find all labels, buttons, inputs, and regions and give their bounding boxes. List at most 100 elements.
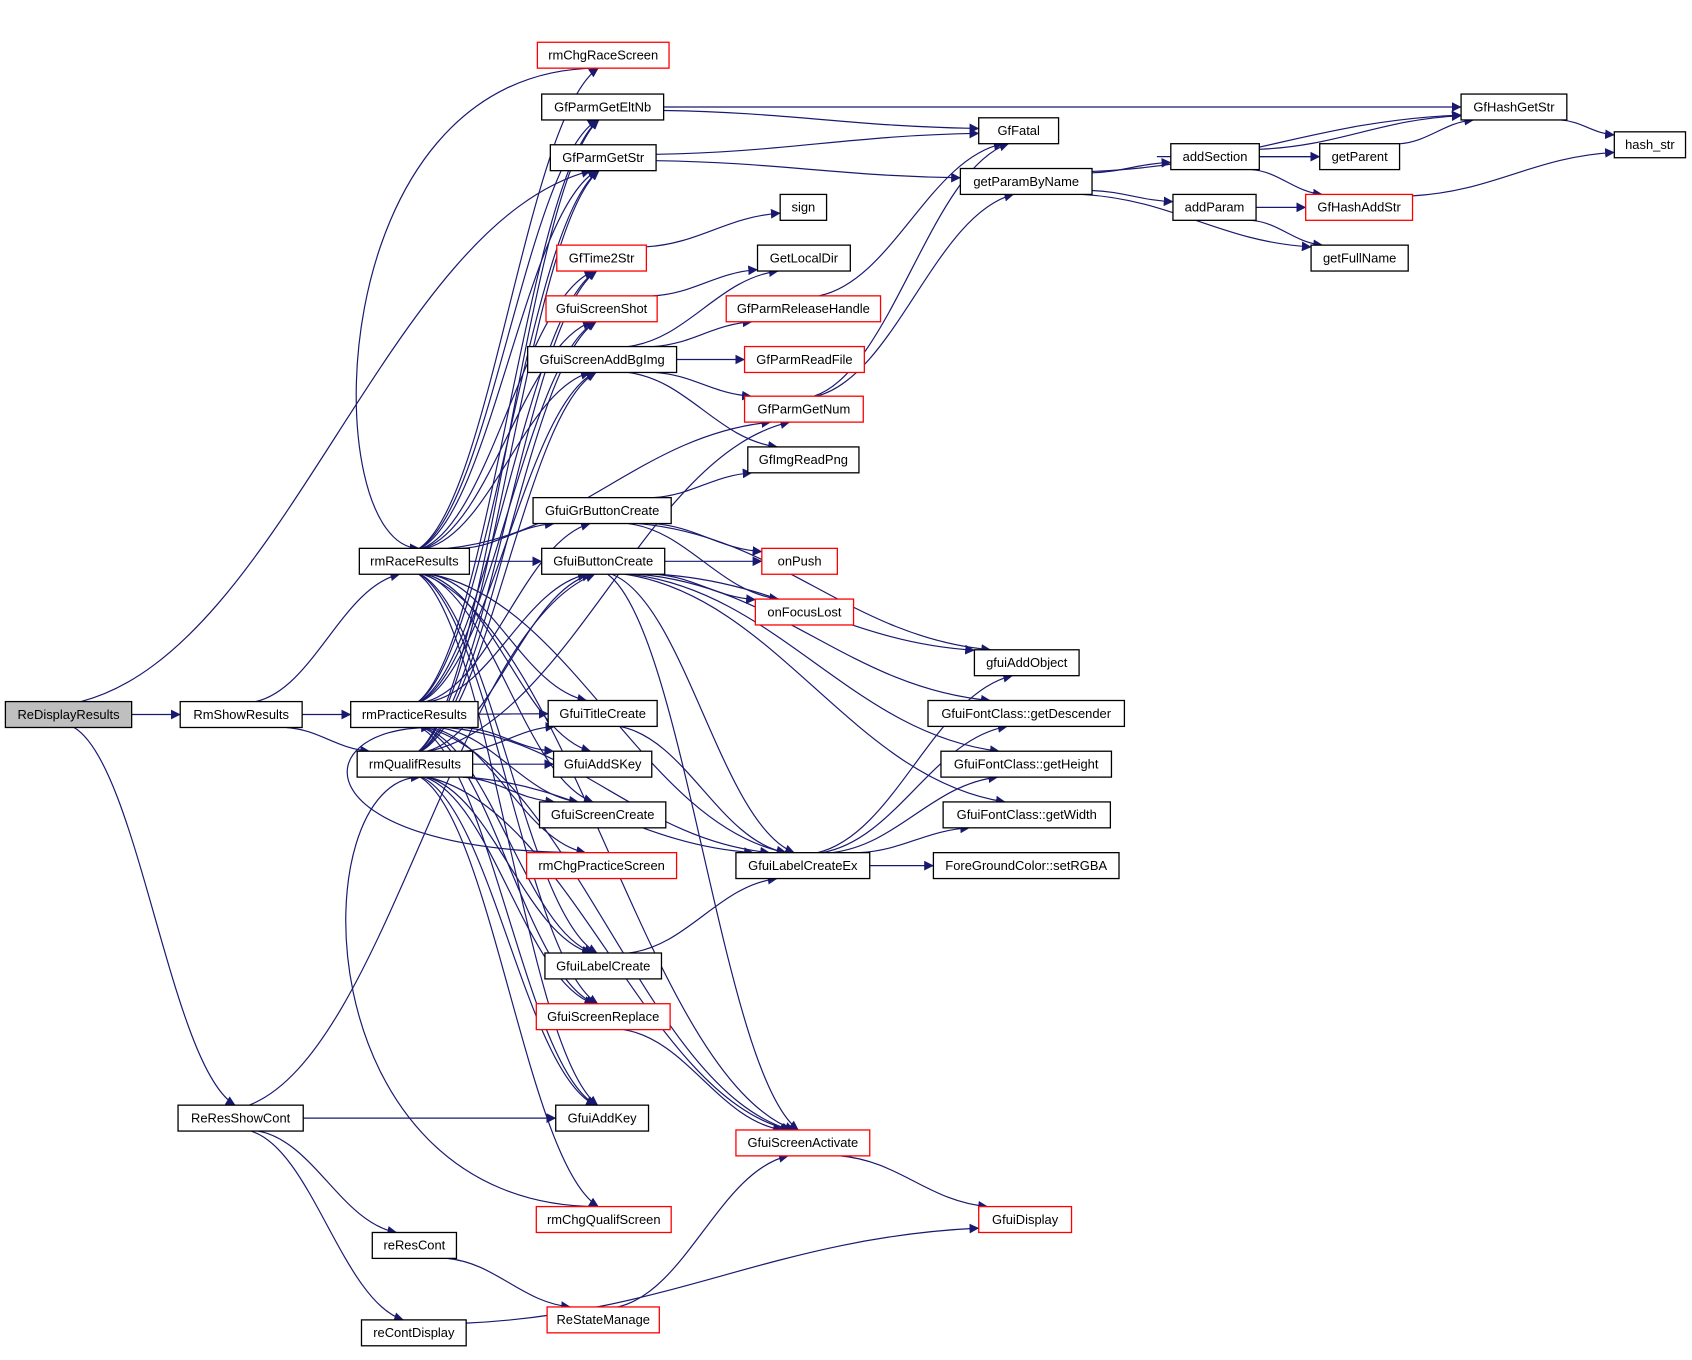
node-get-height[interactable]: GfuiFontClass::getHeight xyxy=(940,750,1113,778)
node-gfui-screen-shot[interactable]: GfuiScreenShot xyxy=(545,295,658,323)
node-gfui-display[interactable]: GfuiDisplay xyxy=(978,1205,1073,1234)
node-get-full-name[interactable]: getFullName xyxy=(1310,244,1409,272)
node-box[interactable] xyxy=(743,345,865,374)
node-on-push[interactable]: onPush xyxy=(761,547,839,575)
node-rm-chg-qualif-screen[interactable]: rmChgQualifScreen xyxy=(535,1205,672,1234)
node-rm-chg-practice-screen[interactable]: rmChgPracticeScreen xyxy=(525,852,678,880)
node-rm-chg-race-screen[interactable]: rmChgRaceScreen xyxy=(536,41,670,69)
node-add-section[interactable]: addSection xyxy=(1170,143,1260,171)
node-box[interactable] xyxy=(547,699,658,728)
node-box[interactable] xyxy=(552,750,653,778)
node-box[interactable] xyxy=(725,295,882,323)
node-gf-parm-release-handle[interactable]: GfParmReleaseHandle xyxy=(725,295,882,323)
node-box[interactable] xyxy=(1310,244,1409,272)
node-re-res-cont[interactable]: reResCont xyxy=(371,1231,458,1260)
node-box[interactable] xyxy=(527,345,678,374)
node-box[interactable] xyxy=(549,144,657,172)
node-sign[interactable]: sign xyxy=(779,193,828,221)
node-gfui-label-create-ex[interactable]: GfuiLabelCreateEx xyxy=(735,852,871,880)
node-gf-time2-str[interactable]: GfTime2Str xyxy=(556,244,648,272)
node-set-rgba[interactable]: ForeGroundColor::setRGBA xyxy=(932,852,1120,880)
node-box[interactable] xyxy=(932,852,1120,880)
node-box[interactable] xyxy=(179,700,303,729)
node-on-focus-lost[interactable]: onFocusLost xyxy=(754,598,855,626)
node-box[interactable] xyxy=(4,700,133,729)
node-gf-parm-get-num[interactable]: GfParmGetNum xyxy=(743,395,864,423)
node-box[interactable] xyxy=(973,649,1080,677)
node-box[interactable] xyxy=(978,117,1060,145)
node-rm-show-results[interactable]: RmShowResults xyxy=(179,700,303,729)
node-box[interactable] xyxy=(978,1205,1073,1234)
node-rm-practice-results[interactable]: rmPracticeResults xyxy=(350,700,479,729)
node-box[interactable] xyxy=(177,1104,304,1132)
node-gfui-screen-replace[interactable]: GfuiScreenReplace xyxy=(535,1003,671,1031)
node-box[interactable] xyxy=(371,1231,458,1260)
node-gf-parm-read-file[interactable]: GfParmReadFile xyxy=(743,345,865,374)
node-gfui-screen-create[interactable]: GfuiScreenCreate xyxy=(538,801,667,829)
node-box[interactable] xyxy=(1172,193,1257,221)
node-gf-parm-get-elt-nb[interactable]: GfParmGetEltNb xyxy=(541,93,665,121)
node-box[interactable] xyxy=(535,1205,672,1234)
node-box[interactable] xyxy=(743,395,864,423)
node-box[interactable] xyxy=(747,446,860,474)
node-gfui-label-create[interactable]: GfuiLabelCreate xyxy=(544,952,663,980)
node-gfui-gr-button-create[interactable]: GfuiGrButtonCreate xyxy=(532,496,672,525)
node-box[interactable] xyxy=(535,1003,671,1031)
node-gfui-add-object[interactable]: gfuiAddObject xyxy=(973,649,1080,677)
node-box[interactable] xyxy=(546,1306,660,1334)
node-box[interactable] xyxy=(350,700,479,729)
node-box[interactable] xyxy=(541,547,666,575)
node-box[interactable] xyxy=(735,852,871,880)
node-gf-fatal[interactable]: GfFatal xyxy=(978,117,1060,145)
node-box[interactable] xyxy=(356,750,474,778)
node-gfui-add-key[interactable]: GfuiAddKey xyxy=(555,1104,650,1132)
node-box[interactable] xyxy=(1613,131,1687,159)
node-re-cont-display[interactable]: reContDisplay xyxy=(360,1319,467,1347)
node-re-res-show-cont[interactable]: ReResShowCont xyxy=(177,1104,304,1132)
node-box[interactable] xyxy=(1460,93,1568,121)
node-get-local-dir[interactable]: GetLocalDir xyxy=(756,244,851,272)
node-gfui-title-create[interactable]: GfuiTitleCreate xyxy=(547,699,658,728)
node-gfui-screen-add-bg-img[interactable]: GfuiScreenAddBgImg xyxy=(527,345,678,374)
node-gf-img-read-png[interactable]: GfImgReadPng xyxy=(747,446,860,474)
node-box[interactable] xyxy=(735,1129,871,1157)
node-box[interactable] xyxy=(761,547,839,575)
node-add-param[interactable]: addParam xyxy=(1172,193,1257,221)
node-box[interactable] xyxy=(358,547,471,575)
node-get-width[interactable]: GfuiFontClass::getWidth xyxy=(942,801,1112,829)
node-re-state-manage[interactable]: ReStateManage xyxy=(546,1306,660,1334)
node-box[interactable] xyxy=(532,496,672,525)
node-box[interactable] xyxy=(538,801,667,829)
node-gf-hash-add-str[interactable]: GfHashAddStr xyxy=(1305,193,1414,221)
node-box[interactable] xyxy=(959,167,1093,196)
node-box[interactable] xyxy=(545,295,658,323)
node-box[interactable] xyxy=(1319,143,1401,171)
node-hash-str[interactable]: hash_str xyxy=(1613,131,1687,159)
node-rm-race-results[interactable]: rmRaceResults xyxy=(358,547,471,575)
node-rm-qualif-results[interactable]: rmQualifResults xyxy=(356,750,474,778)
node-get-descender[interactable]: GfuiFontClass::getDescender xyxy=(927,699,1126,728)
node-box[interactable] xyxy=(1305,193,1414,221)
node-get-parent[interactable]: getParent xyxy=(1319,143,1401,171)
node-get-param-by-name[interactable]: getParamByName xyxy=(959,167,1093,196)
node-box[interactable] xyxy=(525,852,678,880)
node-box[interactable] xyxy=(779,193,828,221)
node-gfui-screen-activate[interactable]: GfuiScreenActivate xyxy=(735,1129,871,1157)
node-box[interactable] xyxy=(940,750,1113,778)
node-box[interactable] xyxy=(536,41,670,69)
node-gf-hash-get-str[interactable]: GfHashGetStr xyxy=(1460,93,1568,121)
node-box[interactable] xyxy=(756,244,851,272)
node-box[interactable] xyxy=(942,801,1112,829)
node-gfui-add-skey[interactable]: GfuiAddSKey xyxy=(552,750,653,778)
node-box[interactable] xyxy=(555,1104,650,1132)
node-box[interactable] xyxy=(544,952,663,980)
node-box[interactable] xyxy=(927,699,1126,728)
node-box[interactable] xyxy=(1170,143,1260,171)
node-gf-parm-get-str[interactable]: GfParmGetStr xyxy=(549,144,657,172)
root-node[interactable]: ReDisplayResults xyxy=(4,700,133,729)
node-box[interactable] xyxy=(556,244,648,272)
node-box[interactable] xyxy=(754,598,855,626)
node-box[interactable] xyxy=(360,1319,467,1347)
node-gfui-button-create[interactable]: GfuiButtonCreate xyxy=(541,547,666,575)
node-box[interactable] xyxy=(541,93,665,121)
